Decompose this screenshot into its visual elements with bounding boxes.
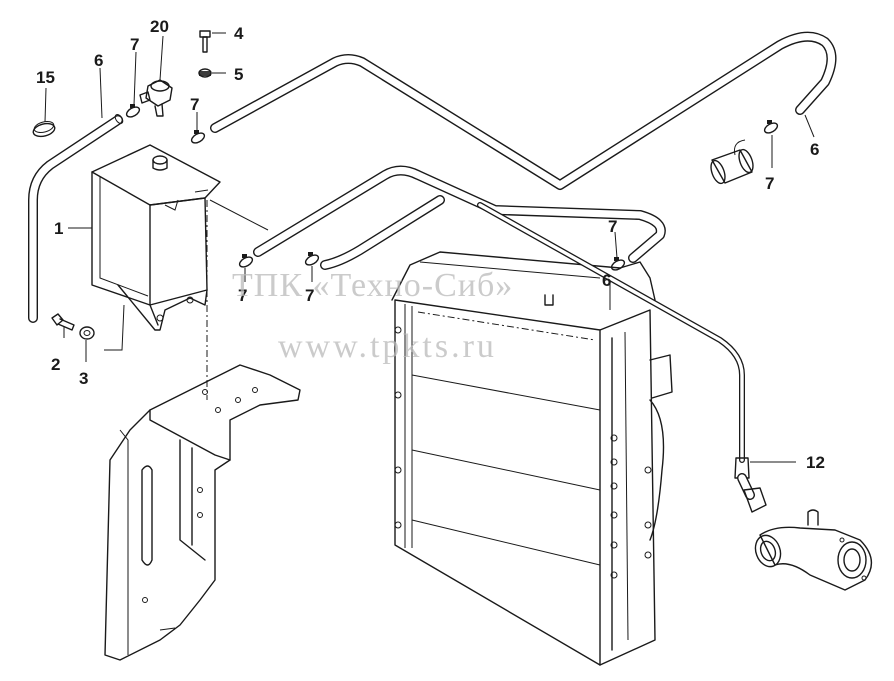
leader-lines [44,32,815,463]
callout-12: 12 [806,453,825,472]
expansion-tank [91,144,221,331]
callout-7-top-left: 7 [130,35,139,54]
washer-5-icon [198,68,212,78]
callout-3: 3 [79,369,88,388]
watermark-url: www.tpkts.ru [278,328,497,365]
clamp-icon [125,104,141,118]
hose-middle [253,165,666,263]
clamp-icon [610,257,626,271]
branch-pipe [710,139,754,185]
clamp-icon [238,254,254,268]
bolt-4-icon [199,30,211,53]
watermark-company: ТПК «Техно-Сиб» [232,267,513,304]
clamp-icon [763,120,779,134]
watermark: ТПК «Техно-Сиб» www.tpkts.ru [232,267,513,365]
clamp-icon [304,252,320,266]
callout-15: 15 [36,68,55,87]
mounting-bracket [104,364,301,661]
clamp-icon [190,130,206,144]
callout-7-far-right: 7 [765,174,774,193]
clamps [32,104,779,271]
callout-6-right: 6 [810,140,819,159]
callout-1: 1 [54,219,63,238]
callout-7-tank-top: 7 [190,95,199,114]
callout-5: 5 [234,65,243,84]
callout-7-right: 7 [608,217,617,236]
callout-6-middle: 6 [602,271,611,290]
steel-pipe [477,202,767,513]
callout-6-left: 6 [94,51,103,70]
callout-20: 20 [150,17,169,36]
assembly-guide-line [209,199,269,231]
hose-left [28,114,124,323]
callout-7-lower-left: 7 [238,286,247,305]
callout-4: 4 [234,24,244,43]
outlet-elbow [754,509,873,591]
callout-7-lower-mid: 7 [305,286,314,305]
hose-clamp-15-icon [32,121,56,138]
hose-upper-long [210,31,837,190]
radiator-bolts [394,326,652,579]
valve-cap-20-icon [139,79,173,117]
radiator [391,251,673,666]
hose-short [320,195,445,270]
callout-2: 2 [51,355,60,374]
nut-3-icon [79,326,95,340]
callout-labels: 6 7 20 4 5 7 15 1 2 3 7 7 7 6 6 7 12 [36,17,825,472]
bolt-2-icon [51,313,75,331]
